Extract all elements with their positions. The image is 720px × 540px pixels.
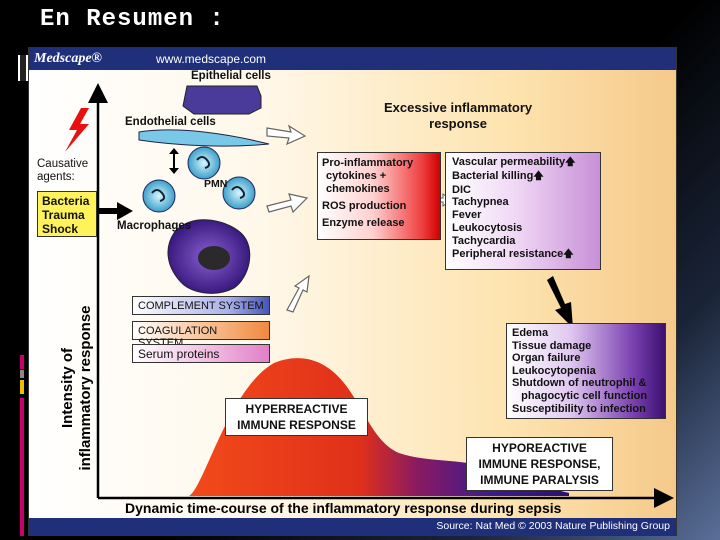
slide-title: En Resumen :	[40, 6, 225, 33]
outcomes-box: Edema Tissue damage Organ failure Leukoc…	[506, 323, 666, 419]
macrophages-label: Macrophages	[117, 220, 192, 232]
mediators-box: Pro-inflammatory cytokines + chemokines …	[317, 152, 441, 240]
pmn-label: PMN	[204, 178, 228, 190]
slide-decoration-bar	[20, 398, 24, 536]
causative-agents-box: Bacteria Trauma Shock	[37, 191, 97, 237]
outcome-item: Leukocytopenia	[512, 364, 596, 377]
effect-item: Vascular permeability🡅	[452, 156, 576, 168]
endothelial-cell	[138, 129, 270, 147]
pmn-cell	[187, 146, 221, 180]
epithelial-label: Epithelial cells	[191, 70, 271, 82]
outcome-item: Organ failure	[512, 352, 581, 365]
complement-system-box: COMPLEMENT SYSTEM	[132, 296, 270, 315]
outcome-item: Shutdown of neutrophil &	[512, 377, 647, 390]
effect-item: Tachycardia	[452, 234, 516, 247]
pmn-cell	[222, 176, 256, 210]
diagram-graphics	[65, 83, 674, 508]
outcome-item: Edema	[512, 327, 549, 339]
outcome-item: Susceptibility to infection	[512, 402, 646, 415]
hyporeactive-label: HYPOREACTIVE IMMUNE RESPONSE, IMMUNE PAR…	[466, 437, 613, 491]
slide-decoration-bar	[20, 355, 24, 369]
outline-arrow	[266, 193, 309, 214]
systemic-effects-box: Vascular permeability🡅 Bacterial killing…	[445, 152, 601, 270]
y-axis-label: Intensity of inflammatory response	[59, 305, 94, 471]
pmn-cell	[142, 179, 176, 213]
mediator-item: Pro-inflammatory cytokines + chemokines	[322, 157, 414, 195]
effect-item: Fever	[452, 209, 482, 222]
mediator-item: ROS production	[322, 200, 407, 212]
endothelial-label: Endothelial cells	[125, 116, 216, 128]
mediator-item: Enzyme release	[322, 217, 405, 229]
coagulation-system-box: COAGULATION SYSTEM	[132, 321, 270, 349]
sepsis-diagram: Medscape® www.medscape.com	[28, 47, 677, 536]
serum-proteins-box: Serum proteins	[132, 344, 270, 363]
effect-item: Leukocytosis	[452, 221, 523, 234]
outline-arrow	[266, 124, 307, 146]
medscape-url[interactable]: www.medscape.com	[156, 52, 267, 66]
source-credit: Source: Nat Med © 2003 Nature Publishing…	[436, 520, 670, 532]
source-footer: Source: Nat Med © 2003 Nature Publishing…	[29, 518, 676, 535]
outcome-item: phagocytic cell function	[512, 389, 648, 402]
agent-item: Trauma	[42, 208, 85, 222]
effect-item: Bacterial killing🡅	[452, 169, 544, 182]
up-arrow-icon: 🡅	[533, 170, 544, 182]
epithelial-cells	[182, 85, 262, 115]
excessive-response-label: Excessive inflammatory response	[384, 100, 533, 131]
slide-decoration-bar	[20, 370, 24, 378]
outline-arrow	[286, 274, 310, 313]
agent-item: Shock	[42, 222, 79, 236]
lightning-bolt-icon	[65, 108, 89, 152]
slide-decoration-bar	[18, 55, 28, 81]
effect-item: Peripheral resistance🡅	[452, 247, 574, 260]
effect-item: Tachypnea	[452, 196, 509, 209]
effects-to-outcomes-arrow	[547, 276, 573, 328]
x-axis-label: Dynamic time-course of the inflammatory …	[125, 500, 562, 516]
effect-item: DIC	[452, 183, 471, 196]
inflammatory-response-curve	[189, 358, 569, 496]
slide-decoration-bar	[20, 380, 24, 394]
outcome-item: Tissue damage	[512, 339, 592, 352]
causative-label: Causative agents:	[37, 158, 89, 183]
medscape-banner: Medscape® www.medscape.com	[29, 48, 676, 70]
agent-arrow	[97, 202, 133, 220]
up-arrow-icon: 🡅	[565, 157, 576, 168]
up-arrow-icon: 🡅	[563, 248, 574, 260]
hyperreactive-label: HYPERREACTIVE IMMUNE RESPONSE	[225, 398, 368, 436]
medscape-logo: Medscape®	[34, 51, 102, 66]
agent-item: Bacteria	[42, 194, 90, 208]
